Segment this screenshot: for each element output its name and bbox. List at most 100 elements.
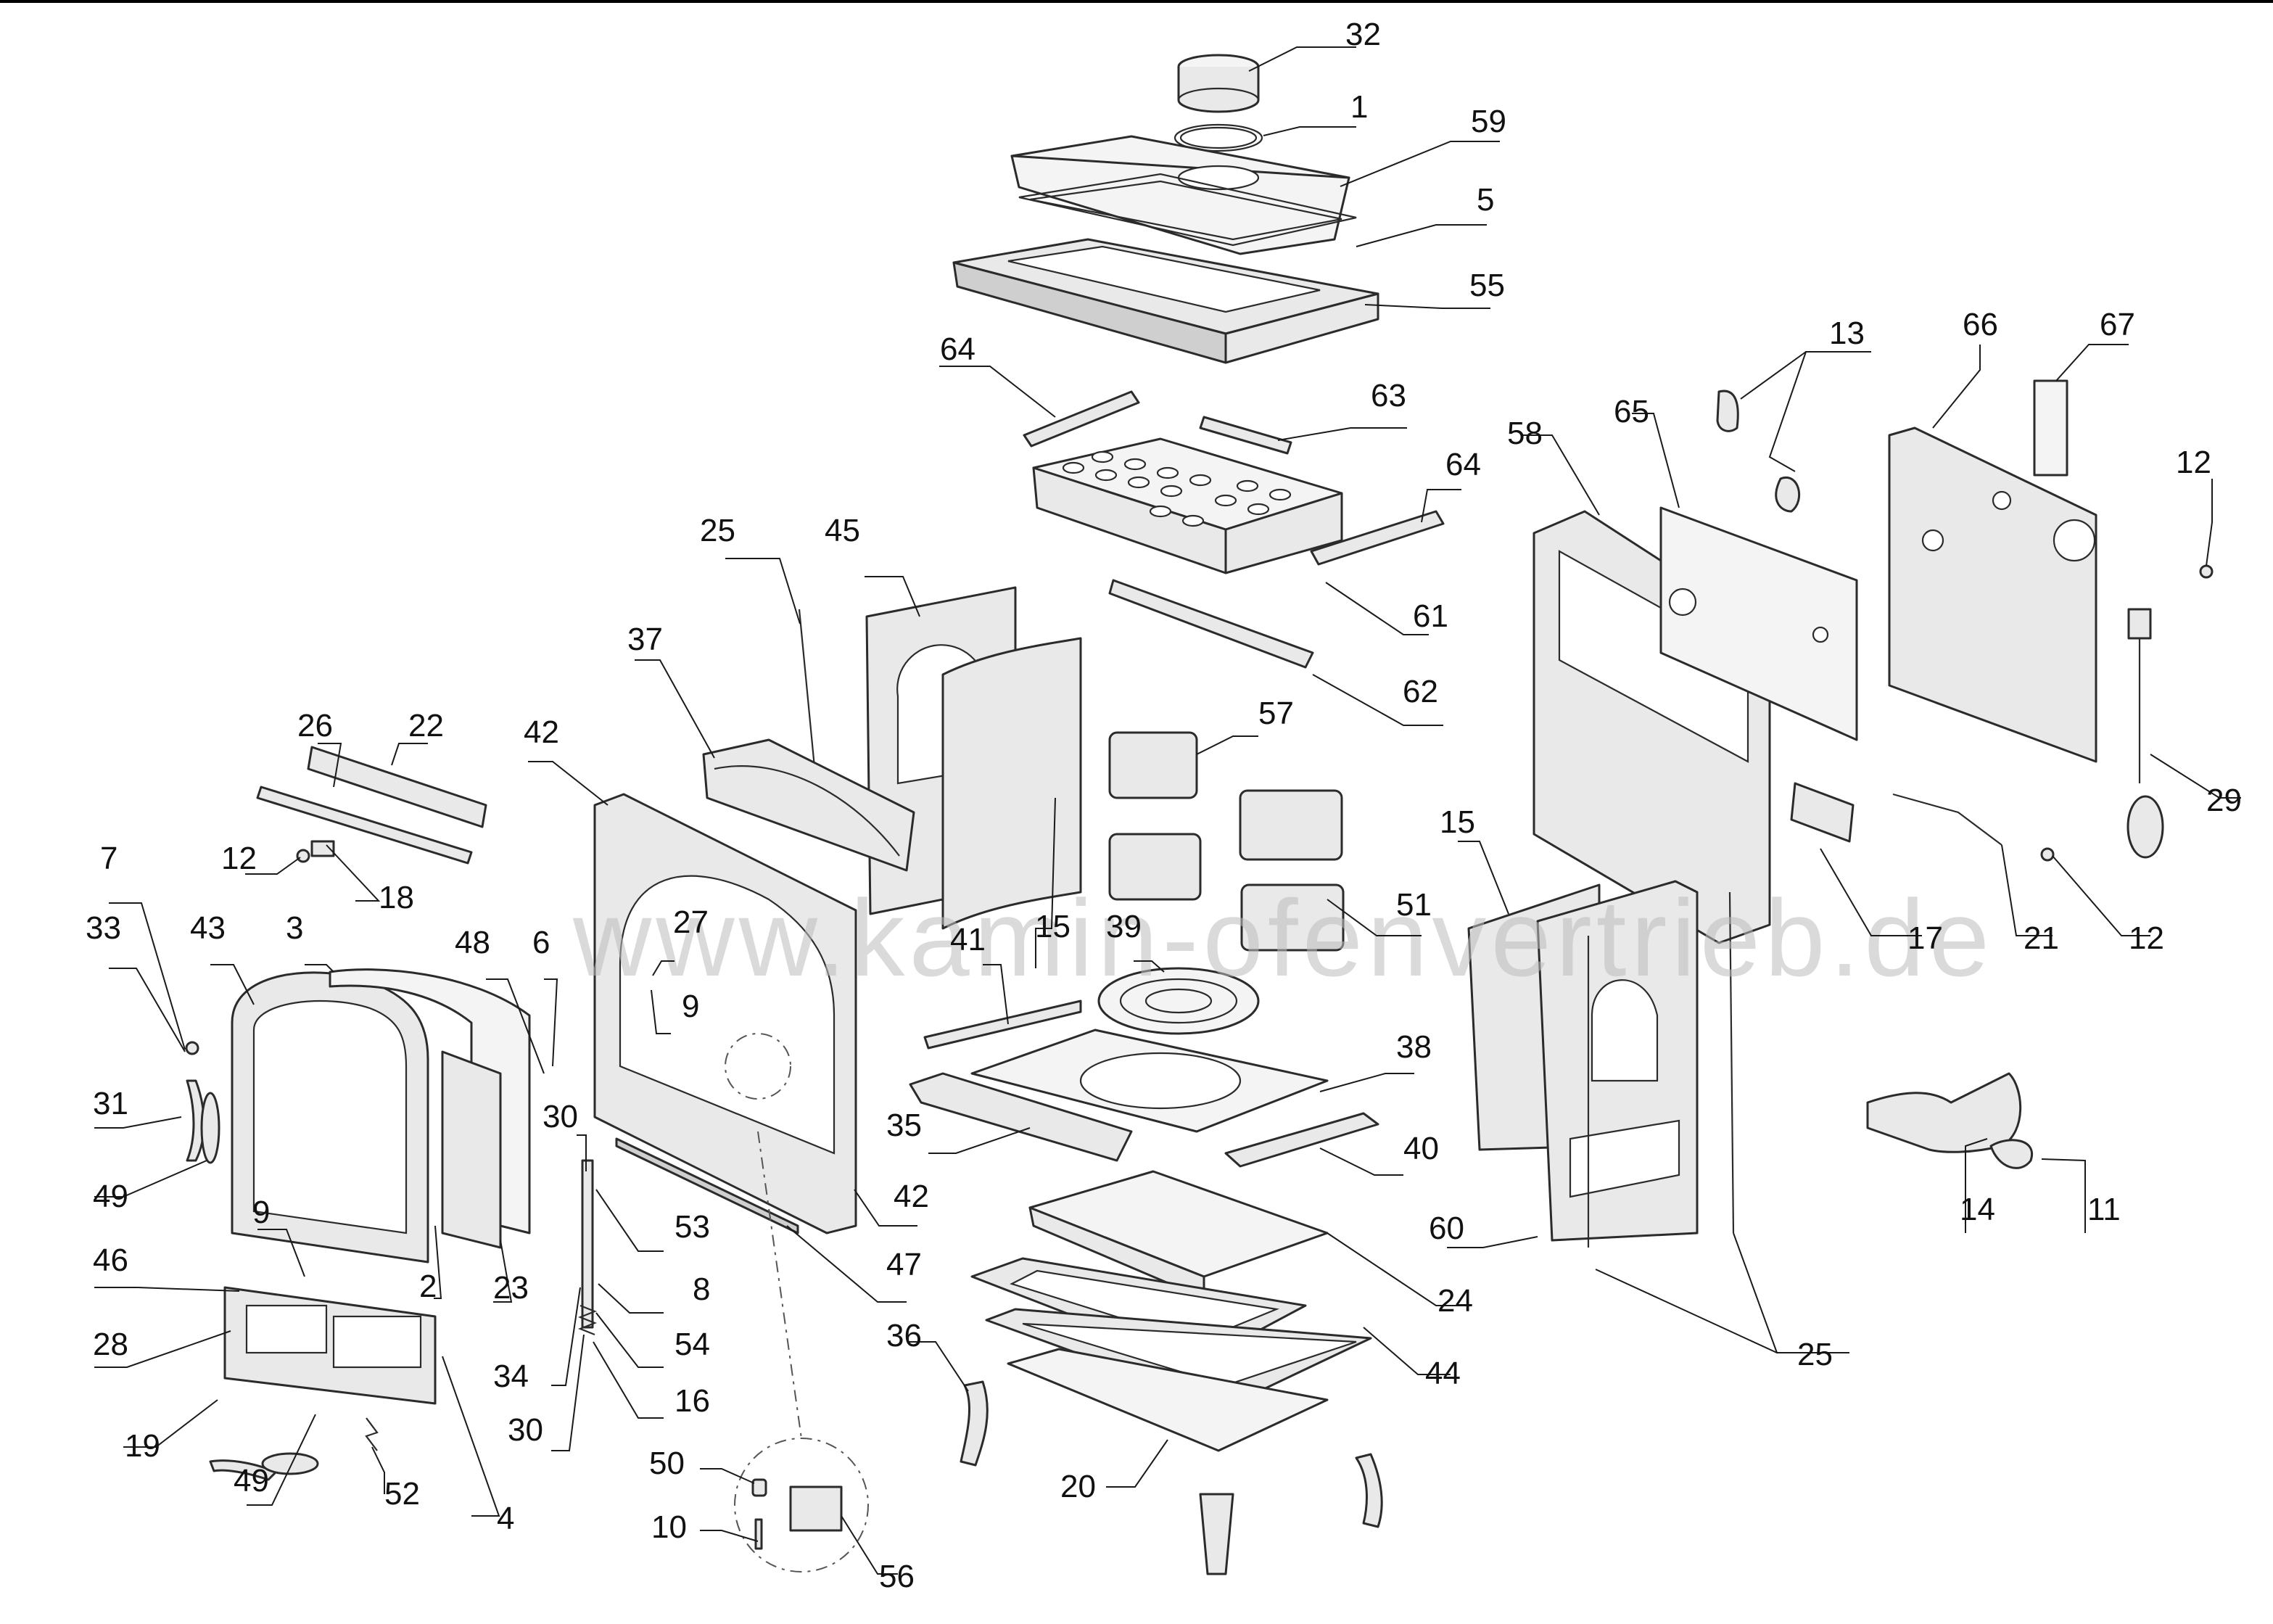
callout-label: 44 — [1425, 1356, 1461, 1391]
callout-numbers: 32 1 59 5 55 64 63 64 61 62 25 45 37 42 … — [86, 17, 2242, 1594]
tie-rod-far-part — [1728, 891, 1735, 1234]
callout-label: 48 — [455, 925, 490, 960]
callout-label: 15 — [1440, 804, 1475, 840]
callout-label: 21 — [2024, 920, 2059, 956]
callout-label: 22 — [408, 708, 444, 743]
callout-label: 30 — [543, 1099, 578, 1134]
callout-label: 29 — [2206, 783, 2242, 818]
leg-right-part — [1355, 1453, 1383, 1528]
callout-label: 49 — [234, 1463, 269, 1499]
callout-label: 66 — [1963, 307, 1998, 342]
callout-label: 24 — [1437, 1283, 1473, 1319]
callout-label: 41 — [950, 922, 986, 957]
callout-label: 43 — [190, 910, 226, 946]
callout-label: 33 — [86, 910, 121, 946]
spring-part — [365, 1417, 379, 1451]
callout-label: 23 — [493, 1270, 529, 1306]
callout-label: 39 — [1106, 909, 1142, 944]
callout-label: 18 — [379, 880, 414, 915]
callout-label: 2 — [419, 1269, 437, 1304]
rod-spring-part — [578, 1304, 597, 1336]
thermometer-part — [1989, 1139, 2034, 1169]
door-rod-part — [581, 1159, 594, 1329]
watermark-text: www.kamin-ofenvertrieb.de — [572, 877, 1994, 999]
side-door-part — [1536, 880, 1699, 1242]
knob-right-part — [2040, 847, 2055, 862]
callout-label: 14 — [1960, 1192, 1995, 1227]
callout-label: 7 — [100, 841, 117, 876]
callout-label: 25 — [700, 513, 735, 548]
callout-label: 10 — [651, 1509, 687, 1545]
callout-label: 63 — [1371, 378, 1406, 413]
callout-label: 46 — [93, 1242, 128, 1278]
slide-bracket-part — [310, 840, 335, 857]
knob-part — [2199, 564, 2214, 579]
callout-label: 64 — [940, 331, 975, 367]
arch-frame-part — [702, 738, 915, 872]
callout-label: 1 — [1350, 89, 1368, 125]
callout-label: 59 — [1471, 104, 1506, 139]
callout-label: 40 — [1403, 1131, 1439, 1166]
baffle-plate-part — [1032, 437, 1343, 574]
callout-label: 20 — [1060, 1469, 1096, 1504]
callout-label: 52 — [384, 1476, 420, 1512]
slide-knob-part — [296, 849, 310, 863]
damper-tool-part — [2126, 608, 2164, 859]
callout-label: 15 — [1035, 909, 1071, 944]
callout-label: 17 — [1907, 920, 1943, 956]
baffle-rail-part — [1108, 579, 1314, 669]
callout-label: 42 — [524, 714, 559, 750]
callout-label: 19 — [125, 1428, 160, 1464]
callout-label: 47 — [886, 1247, 922, 1282]
hinge-pin-part — [185, 1041, 199, 1055]
front-ledge-part — [909, 1072, 1133, 1162]
callout-label: 56 — [879, 1559, 915, 1594]
callout-label: 54 — [675, 1327, 710, 1362]
callout-label: 5 — [1477, 182, 1494, 218]
rod-right-part — [1892, 793, 2002, 846]
callout-label: 34 — [493, 1359, 529, 1394]
callout-label: 28 — [93, 1327, 128, 1362]
support-bar-right-part — [1310, 510, 1445, 566]
flue-collar-part — [1177, 54, 1260, 113]
grate-bar-part — [923, 999, 1082, 1050]
callout-label: 9 — [252, 1195, 270, 1230]
callout-label: 11 — [2087, 1192, 2121, 1227]
top-plate-part — [1010, 135, 1350, 255]
support-bar-mid-part — [1199, 416, 1292, 455]
callout-label: 61 — [1413, 598, 1448, 634]
callout-label: 12 — [2176, 445, 2211, 480]
callout-label: 57 — [1258, 696, 1294, 731]
callout-label: 50 — [649, 1446, 685, 1481]
grate-plate-part — [970, 1029, 1329, 1133]
rear-ledge-part — [1224, 1112, 1379, 1168]
callout-label: 35 — [886, 1108, 922, 1143]
callout-label: 3 — [286, 910, 303, 946]
flue-gasket-lower-part — [1775, 476, 1801, 513]
air-slide-bar-part — [256, 786, 473, 865]
detail-callout-circle — [734, 1438, 869, 1573]
callout-label: 38 — [1396, 1029, 1432, 1065]
callout-label: 60 — [1429, 1211, 1464, 1246]
callout-label: 42 — [894, 1179, 929, 1214]
leader-lines — [94, 46, 2241, 1575]
callout-label: 12 — [2129, 920, 2164, 956]
callout-label: 67 — [2100, 307, 2135, 342]
bracket-part — [1790, 782, 1855, 843]
bushing-part — [751, 1478, 767, 1497]
side-liner-left-part — [941, 637, 1082, 930]
detail-origin-circle — [725, 1033, 791, 1100]
callout-label: 12 — [221, 841, 257, 876]
door-part — [231, 971, 429, 1264]
ash-lip-part — [615, 1137, 799, 1235]
callout-label: 13 — [1829, 316, 1865, 351]
callout-label: 65 — [1614, 394, 1649, 429]
leg-left-part — [960, 1380, 989, 1467]
gasket-ring-part — [1173, 123, 1263, 152]
door-gasket-part — [441, 1050, 502, 1249]
top-frame-part — [952, 238, 1379, 364]
back-panel-part — [1888, 426, 2097, 763]
flue-gasket-upper-part — [1716, 389, 1739, 432]
